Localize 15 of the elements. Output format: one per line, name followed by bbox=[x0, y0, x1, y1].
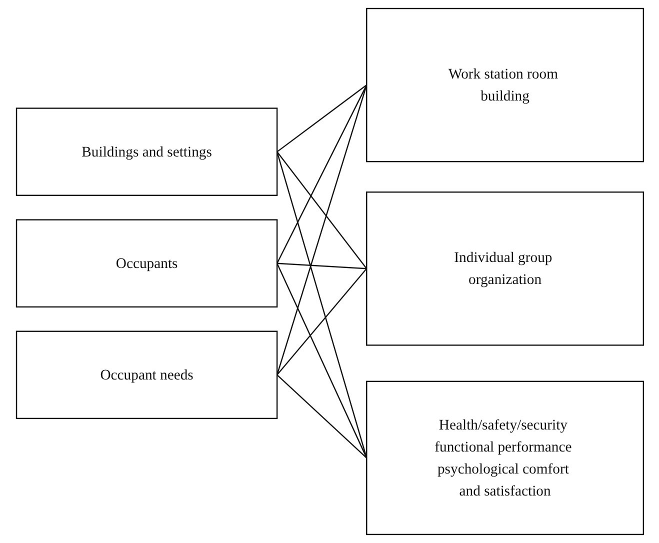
connector bbox=[276, 151, 367, 270]
node-box: Health/safety/security functional performance psychological comfort and satisfaction bbox=[366, 380, 644, 536]
connector bbox=[276, 84, 366, 152]
node-box: Individual group organization bbox=[366, 192, 644, 346]
connector bbox=[276, 268, 367, 376]
connector bbox=[276, 374, 367, 458]
connector bbox=[276, 152, 367, 458]
connector bbox=[276, 84, 367, 264]
connector bbox=[276, 263, 367, 458]
node-box: Occupant needs bbox=[15, 330, 278, 420]
connector bbox=[276, 84, 367, 376]
connector bbox=[276, 262, 366, 270]
node-box: Work station room building bbox=[366, 8, 644, 162]
node-box: Buildings and settings bbox=[15, 108, 278, 196]
node-box: Occupants bbox=[15, 219, 278, 308]
